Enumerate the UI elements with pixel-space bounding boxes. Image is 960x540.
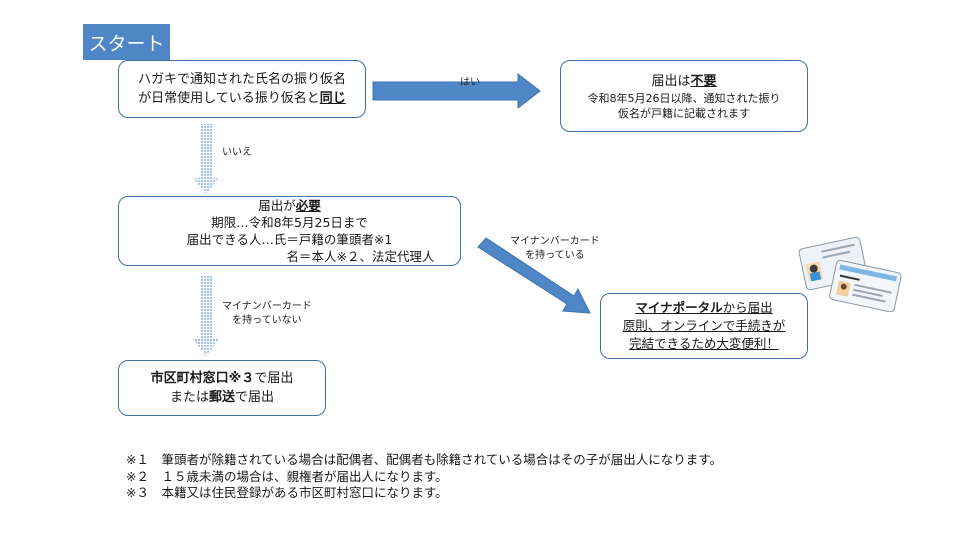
counter-box: 市区町村窓口※３で届出 または郵送で届出 bbox=[118, 360, 326, 416]
no-label: いいえ bbox=[222, 147, 252, 158]
footnote-3: ※３ 本籍又は住民登録がある市区町村窓口になります。 bbox=[126, 485, 448, 500]
footnote-2: ※２ １５歳未満の場合は、親権者が届出人になります。 bbox=[126, 468, 448, 484]
counter-mail: 郵送 bbox=[208, 390, 235, 405]
required-prefix: 届出が bbox=[258, 198, 296, 213]
my-number-card-icon bbox=[798, 236, 902, 312]
required-box: 届出が必要 期限…令和8年5月25日まで 届出できる人…氏＝戸籍の筆頭者※1 名… bbox=[118, 196, 461, 266]
no-card-label-line1: マイナンバーカード bbox=[222, 301, 312, 312]
has-card-label-line1: マイナンバーカード bbox=[510, 236, 600, 247]
question-line1: ハガキで通知された氏名の振り仮名 bbox=[137, 72, 346, 87]
portal-line3: 完結できるため大変便利！ bbox=[629, 336, 779, 351]
counter-place: 市区町村窓口※３ bbox=[150, 371, 255, 386]
not-required-prefix: 届出は bbox=[651, 73, 691, 89]
footnote-1: ※１ 筆頭者が除籍されている場合は配偶者、配偶者も除籍されている場合はその子が届… bbox=[126, 452, 722, 467]
counter-suffix: で届出 bbox=[254, 371, 294, 386]
question-emphasis: 同じ bbox=[319, 91, 346, 106]
portal-name: マイナポータル bbox=[635, 300, 723, 315]
deadline-text: 期限…令和8年5月25日まで bbox=[211, 215, 368, 230]
no-card-label-line2: を持っていない bbox=[232, 315, 302, 326]
yes-label: はい bbox=[460, 77, 480, 88]
has-card-arrow bbox=[477, 237, 591, 314]
required-emphasis: 必要 bbox=[295, 198, 321, 213]
no-card-label: マイナンバーカード を持っていない bbox=[222, 300, 312, 328]
no-card-arrow bbox=[192, 276, 220, 356]
footnotes: ※１ 筆頭者が除籍されている場合は配偶者、配偶者も除籍されている場合はその子が届… bbox=[126, 452, 776, 502]
has-card-label: マイナンバーカード を持っている bbox=[510, 235, 600, 263]
counter-or: または bbox=[169, 390, 209, 405]
not-required-emphasis: 不要 bbox=[690, 73, 717, 89]
question-box: ハガキで通知された氏名の振り仮名 が日常使用している振り仮名と同じ bbox=[118, 60, 366, 118]
portal-suffix: から届出 bbox=[722, 300, 773, 315]
portal-box: マイナポータルから届出 原則、オンラインで手続きが 完結できるため大変便利！ bbox=[600, 293, 808, 359]
question-line2: が日常使用している振り仮名と bbox=[138, 91, 320, 106]
start-label: スタート bbox=[83, 24, 170, 60]
start-text: スタート bbox=[88, 32, 165, 55]
not-required-line3: 仮名が戸籍に記載されます bbox=[618, 106, 750, 120]
portal-line2: 原則、オンラインで手続きが bbox=[622, 318, 786, 333]
no-arrow bbox=[193, 124, 219, 194]
not-required-box: 届出は不要 令和8年5月26日以降、通知された振り 仮名が戸籍に記載されます bbox=[560, 60, 808, 132]
counter-mail-suffix: で届出 bbox=[235, 390, 275, 405]
has-card-label-line2: を持っている bbox=[525, 250, 585, 261]
not-required-line2: 令和8年5月26日以降、通知された振り bbox=[587, 91, 781, 105]
who-can-file-text: 届出できる人…氏＝戸籍の筆頭者※1 bbox=[186, 232, 393, 247]
given-name-filer-text: 名＝本人※２、法定代理人 bbox=[286, 249, 435, 264]
yes-arrow bbox=[372, 72, 541, 110]
